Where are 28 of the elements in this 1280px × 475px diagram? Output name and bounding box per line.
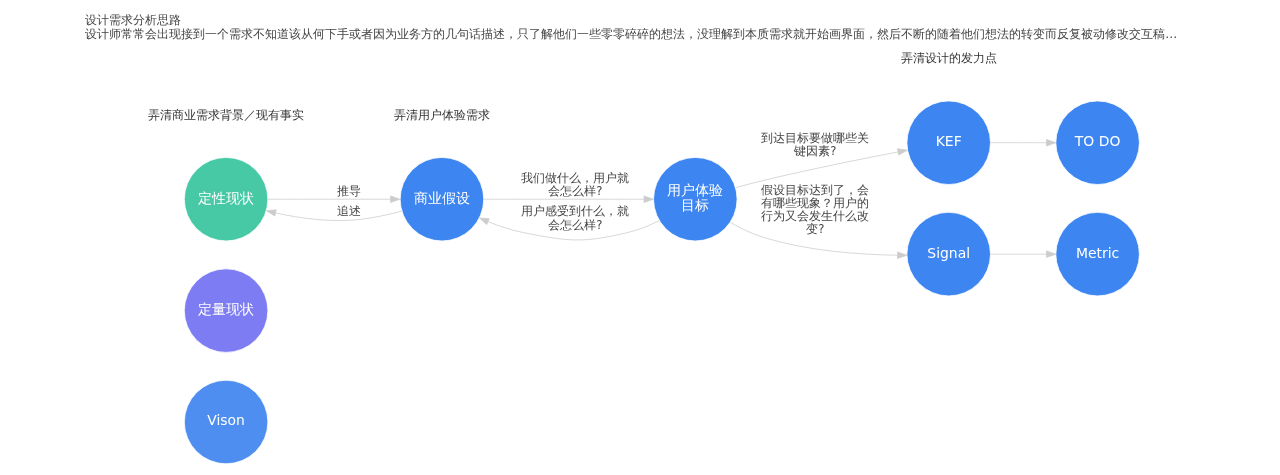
caption: 设计师常常会出现接到一个需求不知道该从何下手或者因为业务方的几句话描述，只了解他们一些零零碎碎的想法，没理解到本质需求就开始画界面，然后不断的随着他们想法的转变而反复被动修改交互稿... (85, 27, 1178, 42)
node-circle: KEF (906, 100, 991, 185)
arrow (735, 148, 908, 189)
node-circle: 用户体验目标 (653, 157, 738, 242)
edge-label: 推导 (337, 184, 362, 199)
arrow (266, 209, 403, 221)
edge-label: 我们做什么，用户就会怎么样? (521, 171, 630, 199)
node-circle: 定量现状 (183, 268, 269, 353)
diagram-title: 设计需求分析思路 (85, 13, 182, 28)
edge-label: 用户感受到什么，就会怎么样? (521, 204, 630, 232)
label: 弄清商业需求背景／现有事实 (148, 107, 305, 122)
label: 弄清设计的发力点 (900, 51, 997, 66)
node-circle: 商业假设 (399, 157, 485, 242)
arrow (990, 250, 1057, 258)
node-circle: Metric (1055, 211, 1140, 297)
node-circle: 定性现状 (183, 157, 269, 242)
label: 弄清用户体验需求 (393, 107, 490, 122)
arrow (479, 217, 660, 241)
edge-label: 到达目标要做哪些关键因素? (761, 130, 870, 159)
node-circle: Vison (183, 379, 269, 465)
edge-label: 假设目标达到了，会有哪些现象？用户的行为又会发生什么改变? (761, 182, 870, 237)
arrow (267, 195, 401, 203)
node-circle: Signal (906, 211, 991, 297)
arrow (990, 139, 1057, 147)
node-circle: TO DO (1055, 100, 1140, 185)
arrow (483, 195, 654, 203)
arrow (730, 222, 908, 259)
edge-label: 追述 (337, 204, 362, 219)
